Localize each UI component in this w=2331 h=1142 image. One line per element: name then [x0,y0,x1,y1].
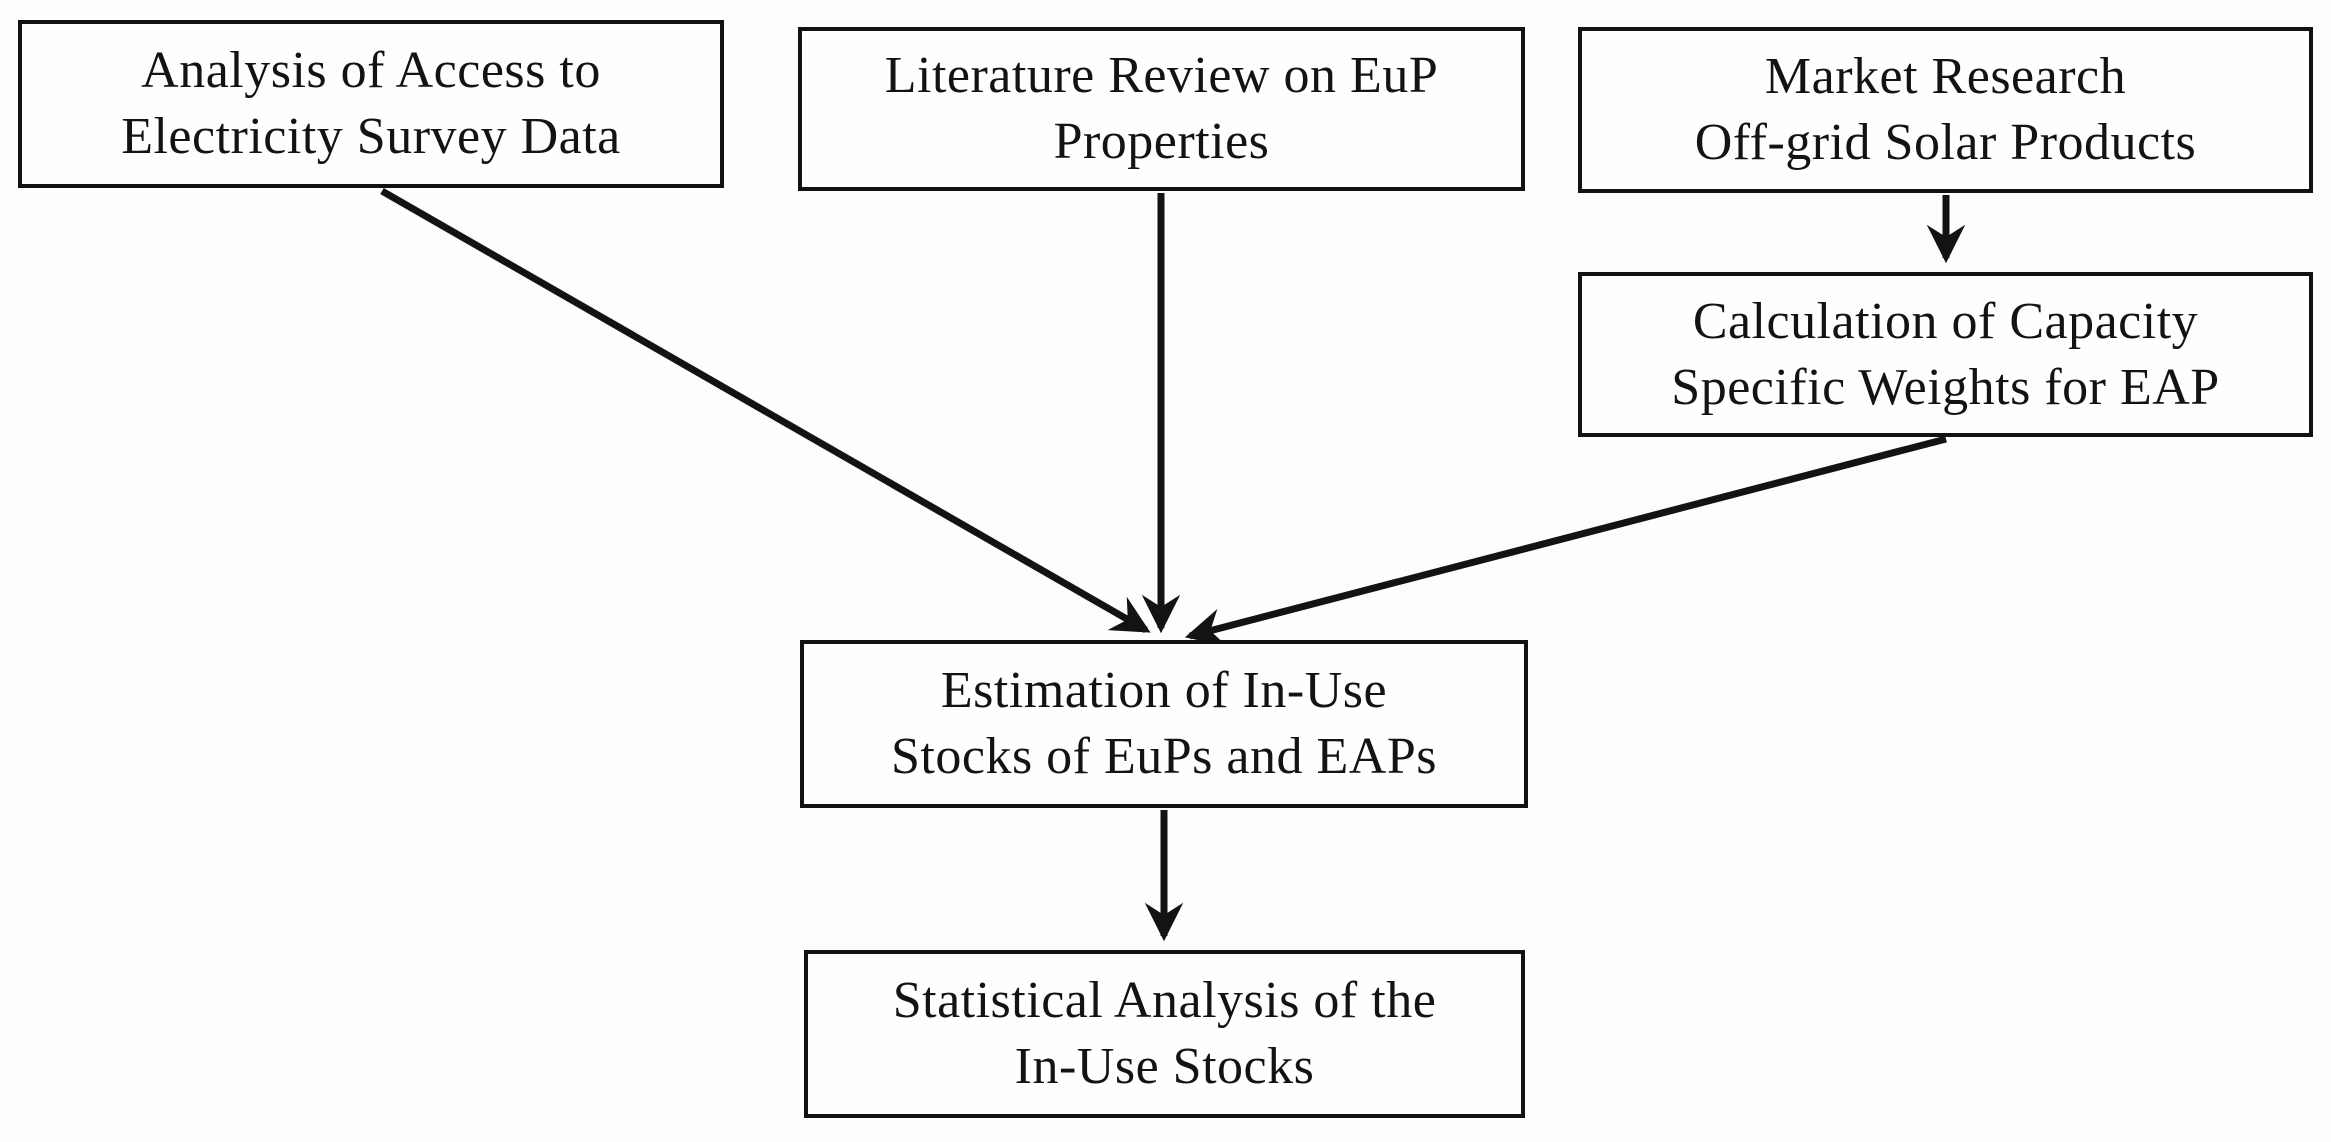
node-calculation-box: Calculation of Capacity Specific Weights… [1578,272,2313,437]
edge-calculation-to-estimation [1184,435,1947,647]
node-estimation-label: Estimation of In-Use Stocks of EuPs and … [891,662,1437,785]
edge-analysis-to-estimation [380,187,1151,634]
node-analysis-box: Analysis of Access to Electricity Survey… [18,20,724,188]
node-analysis-label: Analysis of Access to Electricity Survey… [121,42,621,165]
node-market-box: Market Research Off-grid Solar Products [1578,27,2313,193]
node-statistical-box: Statistical Analysis of the In-Use Stock… [804,950,1525,1118]
node-literature-label: Literature Review on EuP Properties [884,47,1439,170]
node-estimation-box: Estimation of In-Use Stocks of EuPs and … [800,640,1528,808]
node-literature-box: Literature Review on EuP Properties [798,27,1525,191]
node-market-label: Market Research Off-grid Solar Products [1694,48,2197,171]
node-calculation-label: Calculation of Capacity Specific Weights… [1671,292,2220,416]
node-statistical-label: Statistical Analysis of the In-Use Stock… [892,972,1437,1095]
